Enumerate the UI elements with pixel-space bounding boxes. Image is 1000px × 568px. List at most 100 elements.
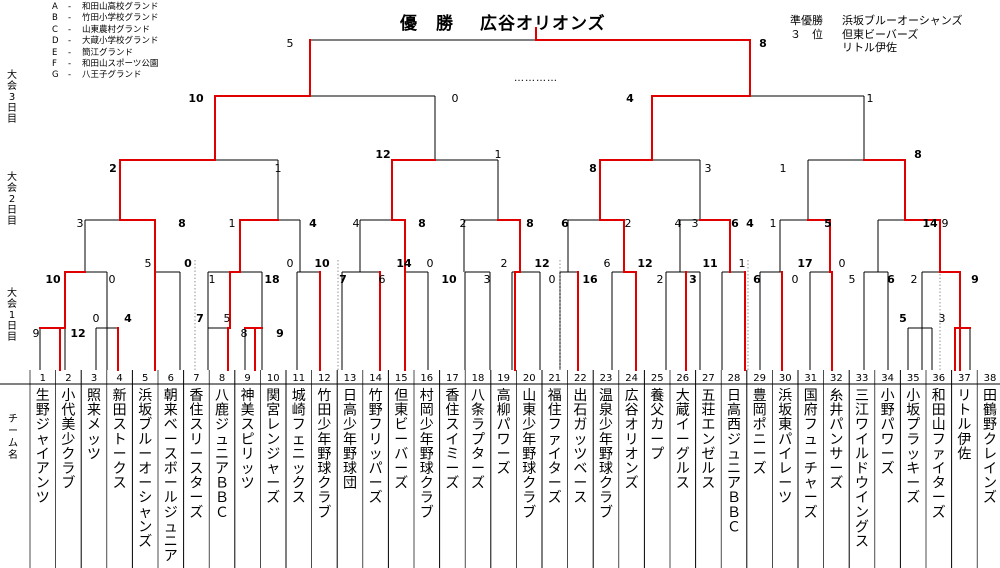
team-name-char: ン	[625, 461, 639, 477]
team-name-char: 球	[522, 461, 536, 477]
team-name-char: ニ	[753, 432, 767, 448]
team-number: 4	[116, 373, 122, 384]
team-name-char: 野	[369, 403, 383, 419]
team-name-char: ス	[113, 476, 127, 492]
team-name-char: ェ	[292, 432, 306, 448]
ground-item: G-八王子グランド	[52, 70, 142, 81]
team-name-char: 豊	[753, 388, 767, 404]
ground-item: A-和田山高校グランド	[52, 2, 159, 12]
team-name-char: ー	[369, 476, 383, 492]
team-name-char: 府	[804, 403, 818, 419]
score-label: 8	[418, 217, 426, 230]
team-name-header: チーム名	[8, 414, 18, 461]
score-label: 0	[792, 273, 799, 286]
team-name-char: 香	[189, 388, 203, 404]
team-number: 12	[318, 373, 331, 384]
team-name-char: 養	[650, 387, 664, 404]
team-number: 30	[779, 373, 792, 384]
team-name-char: 田	[932, 403, 946, 419]
team-name-char: ク	[61, 446, 75, 462]
team-name-char: ー	[650, 432, 664, 448]
team-name-char: ー	[778, 476, 792, 492]
team-name-char: ン	[36, 476, 50, 492]
day3-label: 大会3日目	[7, 70, 17, 125]
team-name-char: 野	[599, 446, 613, 462]
team-name-char: ド	[855, 461, 869, 477]
score-label: 10	[441, 273, 457, 286]
team-table-grid: 1生野ジャイアンツ2小代美少クラブ3照来メッツ4新田ストークス5浜坂ブルーオーシ…	[0, 370, 1000, 568]
team-name-char: 香	[445, 388, 459, 404]
team-name-char: ー	[804, 490, 818, 506]
team-name-char: 坂	[778, 403, 792, 419]
score-label: 4	[124, 312, 132, 325]
team-name-char: 山	[932, 417, 946, 433]
score-label: 5	[224, 312, 231, 325]
team-name-char: イ	[983, 461, 997, 477]
team-name-char: 石	[573, 403, 587, 419]
team-name-char: 日	[343, 388, 357, 404]
team-name-char: 照	[87, 388, 101, 404]
team-name-char: ー	[881, 446, 895, 462]
team-name-char: ズ	[369, 490, 383, 506]
team-name-char: オ	[138, 461, 152, 477]
team-name-char: 八	[215, 388, 229, 404]
team-name-char: エ	[701, 417, 715, 433]
team-name-char: ズ	[445, 476, 459, 492]
team-name-char: ジ	[215, 417, 229, 433]
team-name-char: プ	[906, 417, 920, 433]
score-label: 0	[839, 257, 846, 270]
score-label: 10	[314, 257, 330, 270]
score-label: 6	[604, 257, 611, 270]
team-number: 15	[395, 373, 408, 384]
team-number: 24	[625, 373, 638, 384]
team-name-char: 少	[522, 417, 536, 433]
score-label: 5	[145, 257, 152, 270]
team-name-char: 三	[855, 388, 869, 404]
team-name-char: ン	[266, 432, 280, 448]
ground-item: E-簡江グランド	[52, 47, 134, 58]
ground-legend: A-和田山高校グランド B-竹田小学校グランド C-山東農村グランド D-大蔵小…	[52, 2, 159, 82]
team-name-char: オ	[625, 417, 639, 433]
team-number: 17	[446, 373, 459, 384]
team-name-char: ニ	[215, 446, 229, 462]
team-name-char: ピ	[241, 432, 255, 448]
team-name-char: ー	[676, 432, 690, 448]
team-number: 37	[958, 373, 971, 384]
score-label: 1	[229, 217, 236, 230]
ground-item: F-和田山スポーツ公園	[52, 59, 159, 70]
team-name-char: 少	[317, 417, 331, 433]
team-number: 23	[600, 373, 613, 384]
team-name-char: バ	[394, 446, 408, 462]
team-number: 38	[984, 373, 997, 384]
team-name-char: 福	[548, 388, 562, 404]
team-name-char: シ	[138, 490, 152, 506]
team-name-char: 江	[855, 403, 869, 419]
team-name-char: ス	[445, 417, 459, 433]
team-name-char: 球	[343, 461, 357, 477]
score-label: 0	[427, 257, 434, 270]
score-label: 4	[746, 217, 754, 230]
team-name-char: 野	[36, 403, 50, 419]
team-name-char: 蔵	[676, 403, 690, 419]
score-label: 10	[188, 92, 204, 105]
team-name-char: 西	[727, 417, 741, 433]
team-name-char: 国	[804, 388, 818, 404]
team-name-char: オ	[625, 446, 639, 462]
team-name-char: ツ	[778, 490, 792, 506]
team-name-char: タ	[471, 446, 485, 462]
team-name-char: リ	[369, 432, 383, 448]
team-number: 7	[193, 373, 199, 384]
score-label: 11	[702, 257, 717, 270]
team-name-char: ャ	[266, 461, 280, 477]
team-name-char: ズ	[497, 461, 511, 477]
team-number: 20	[523, 373, 536, 384]
team-number: 28	[728, 373, 741, 384]
team-name-char: ク	[113, 461, 127, 477]
team-name-char: ッ	[573, 432, 587, 448]
team-name-char: 東	[778, 417, 792, 433]
score-label: 9	[942, 217, 949, 230]
team-name-char: ャ	[138, 505, 152, 521]
team-name-char: ア	[727, 476, 741, 492]
team-name-char: パ	[778, 432, 792, 448]
